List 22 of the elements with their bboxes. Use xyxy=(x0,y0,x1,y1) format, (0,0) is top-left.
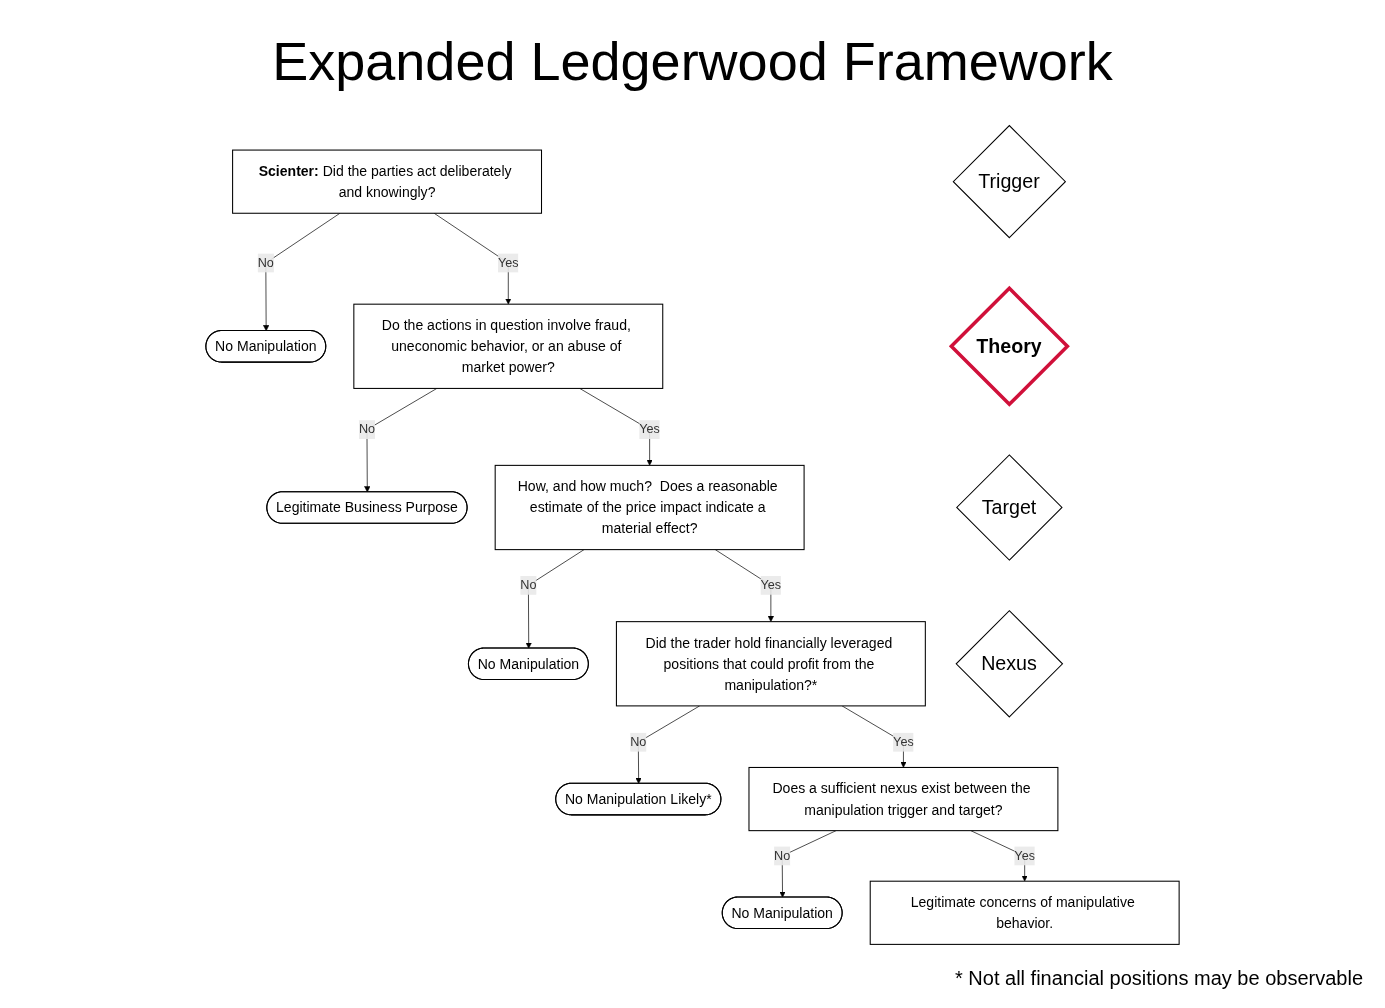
node-box: Do the actions in question involve fraud, uneconomic behavior, or an abuse of market power? xyxy=(353,303,664,389)
node-box: Legitimate concerns of manipulative behavior. xyxy=(869,880,1180,945)
node-diamond: Trigger xyxy=(952,124,1067,239)
node-box: Does a sufficient nexus exist between the manipulation trigger and target? xyxy=(748,766,1059,832)
edge-label: No xyxy=(257,255,274,270)
node-box: How, and how much? Does a reasonable estimate of the price impact indicate a material effect? xyxy=(494,464,805,551)
edge-label: Yes xyxy=(497,255,519,270)
edge-label: Yes xyxy=(760,577,782,593)
edge-label: Yes xyxy=(639,422,660,437)
edge-label: No xyxy=(358,422,376,437)
node-diamond: Theory xyxy=(948,285,1070,407)
edge-label: No xyxy=(520,577,537,593)
node-box: Did the trader hold financially leveraged positions that could profit from the manipulation?* xyxy=(615,621,926,707)
title: Expanded Ledgerwood Framework xyxy=(271,30,1114,92)
node-box: Scienter: Did the parties act deliberately and knowingly? xyxy=(232,149,543,214)
node-diamond: Nexus xyxy=(955,609,1064,718)
edge-label: Yes xyxy=(893,734,914,749)
node-diamond: Target xyxy=(956,454,1063,561)
edge-label: Yes xyxy=(1014,848,1035,863)
edge-label: No xyxy=(630,734,647,749)
footnote: * Not all financial positions may be observable xyxy=(955,967,1363,990)
edge-label: No xyxy=(774,848,791,863)
